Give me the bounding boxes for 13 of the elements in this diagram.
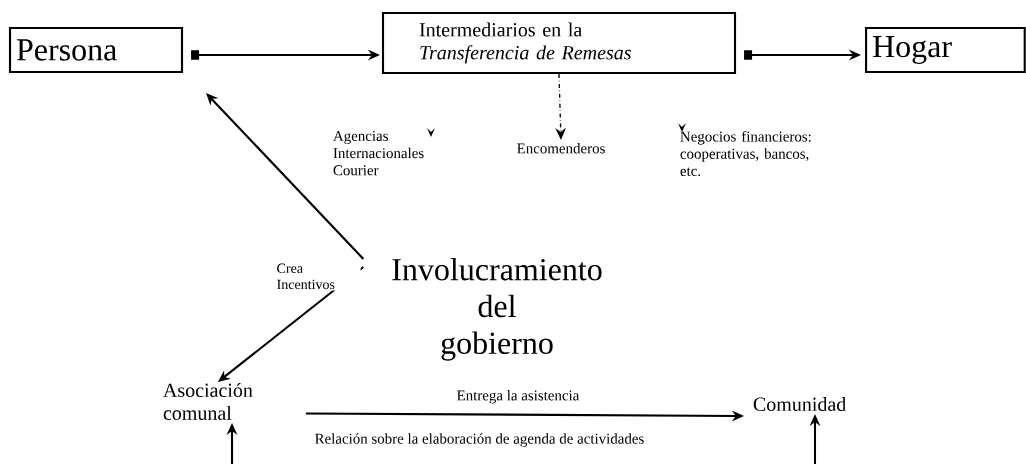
heading-text: Involucramiento del gobierno (392, 257, 602, 361)
edge-label: Crea Incentivos (275, 262, 361, 291)
node-text: Negocios financieros: cooperativas, bancos, etc. (680, 130, 811, 177)
process-box: Hogar (865, 26, 1026, 74)
node-text: Agencias Internacionales Courier (333, 130, 424, 176)
note-text: Relación sobre la elaboración de agenda de actividades (315, 433, 644, 447)
node-text: Comunidad (753, 396, 846, 411)
edge-label: Entrega la asistencia (457, 389, 580, 404)
process-box: Intermediarios en la Transferencia de Remesas (381, 11, 737, 75)
node-text: Asociación comunal (163, 382, 253, 420)
process-box: Persona (8, 26, 184, 74)
node-text: Encomenderos (517, 142, 605, 154)
arrow (206, 93, 365, 260)
